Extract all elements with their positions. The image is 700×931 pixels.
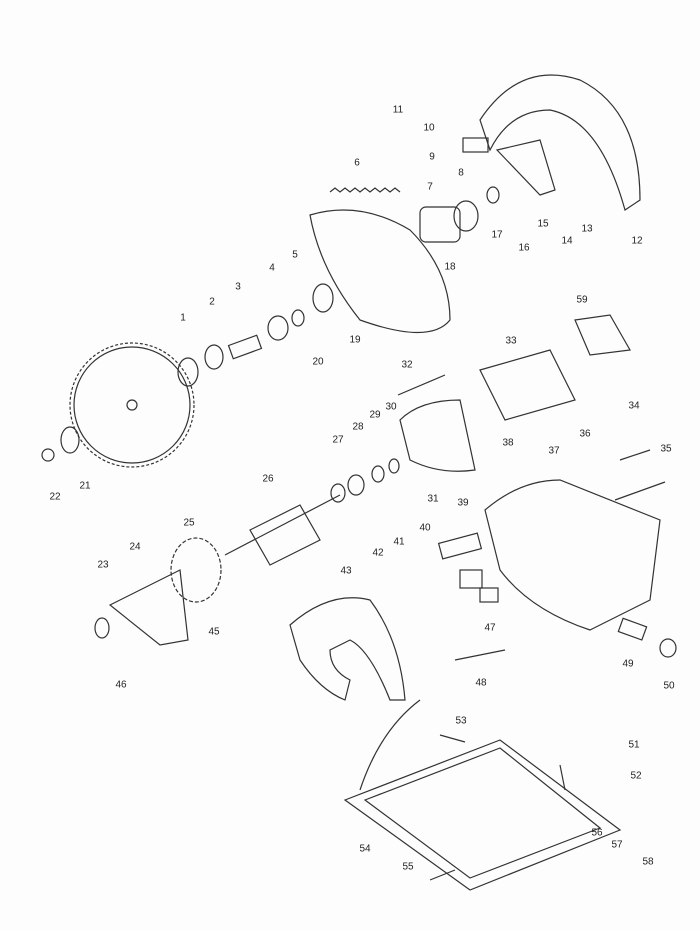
part-label-55: 55: [402, 861, 414, 873]
part-label-56: 56: [591, 827, 603, 839]
part-label-51: 51: [628, 739, 640, 751]
part-label-12: 12: [631, 235, 643, 247]
part-label-39: 39: [457, 497, 469, 509]
part-label-3: 3: [235, 281, 241, 293]
part-label-33: 33: [505, 335, 517, 347]
part-label-41: 41: [393, 536, 405, 548]
part-label-25: 25: [183, 517, 195, 529]
part-label-2: 2: [209, 296, 215, 308]
gear-housing: [484, 479, 661, 631]
part-label-26: 26: [262, 473, 274, 485]
part-label-43: 43: [340, 565, 352, 577]
part-label-27: 27: [332, 434, 344, 446]
part-label-1: 1: [180, 312, 186, 324]
part-label-52: 52: [630, 770, 642, 782]
part-label-22: 22: [49, 491, 61, 503]
armature: [224, 458, 400, 566]
part-label-10: 10: [423, 122, 435, 134]
upper-blade-guard: [479, 74, 641, 211]
part-label-34: 34: [628, 400, 640, 412]
part-label-32: 32: [401, 359, 413, 371]
part-label-35: 35: [660, 443, 672, 455]
part-label-6: 6: [354, 157, 360, 169]
lower-blade-guard: [309, 209, 451, 333]
handle: [289, 597, 406, 701]
part-label-13: 13: [581, 223, 593, 235]
part-label-21: 21: [79, 480, 91, 492]
part-label-57: 57: [611, 839, 623, 851]
part-label-54: 54: [359, 843, 371, 855]
part-label-15: 15: [537, 218, 549, 230]
part-label-28: 28: [352, 421, 364, 433]
guard-plate: [495, 139, 556, 196]
screws: [397, 374, 677, 881]
part-label-23: 23: [97, 559, 109, 571]
saw-blade: [69, 342, 195, 468]
part-label-19: 19: [349, 334, 361, 346]
part-label-24: 24: [129, 541, 141, 553]
part-label-48: 48: [475, 677, 487, 689]
part-label-42: 42: [372, 547, 384, 559]
part-label-37: 37: [548, 445, 560, 457]
part-label-29: 29: [369, 409, 381, 421]
field-coil: [479, 349, 576, 421]
part-label-31: 31: [427, 493, 439, 505]
flanges-washers: [41, 283, 334, 462]
part-label-17: 17: [491, 229, 503, 241]
part-label-36: 36: [579, 428, 591, 440]
part-label-20: 20: [312, 356, 324, 368]
part-label-50: 50: [663, 680, 675, 692]
part-label-49: 49: [622, 658, 634, 670]
gear: [170, 537, 222, 603]
bearing-box: [419, 206, 461, 243]
part-label-5: 5: [292, 249, 298, 261]
part-label-45: 45: [208, 626, 220, 638]
part-label-4: 4: [269, 262, 275, 274]
part-label-38: 38: [502, 437, 514, 449]
part-label-59: 59: [576, 294, 588, 306]
part-label-9: 9: [429, 151, 435, 163]
spring: [329, 187, 401, 193]
part-label-47: 47: [484, 622, 496, 634]
base-plate: [343, 739, 622, 891]
part-label-14: 14: [561, 235, 573, 247]
part-label-7: 7: [427, 181, 433, 193]
part-label-30: 30: [385, 401, 397, 413]
part-label-18: 18: [444, 261, 456, 273]
part-label-53: 53: [455, 715, 467, 727]
part-label-40: 40: [419, 522, 431, 534]
part-label-46: 46: [115, 679, 127, 691]
motor-housing: [399, 399, 476, 472]
part-label-8: 8: [458, 167, 464, 179]
part-label-16: 16: [518, 242, 530, 254]
part-label-11: 11: [392, 104, 404, 116]
part-label-58: 58: [642, 856, 654, 868]
